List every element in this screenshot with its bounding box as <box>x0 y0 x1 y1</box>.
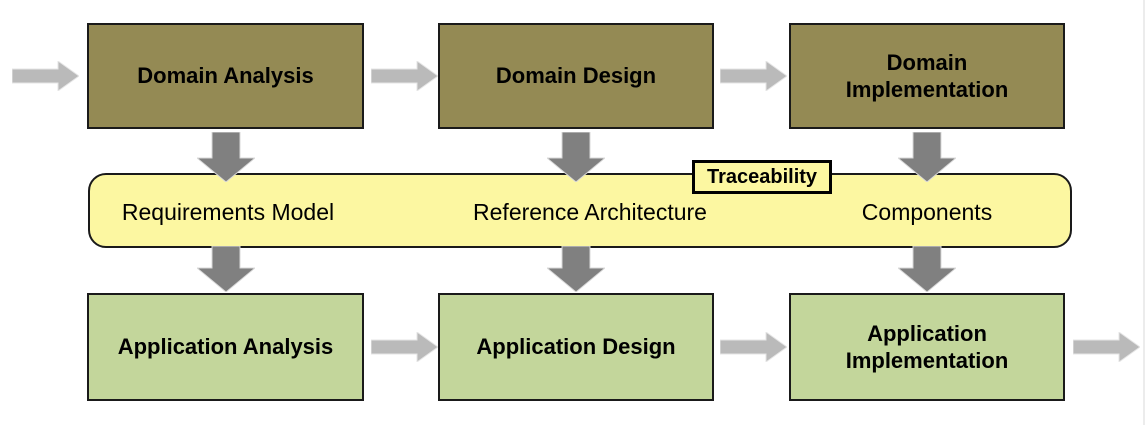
arrow-right-icon <box>720 61 787 91</box>
application-analysis-label: Application Analysis <box>117 334 334 360</box>
domain-implementation-box: Domain Implementation <box>789 23 1065 129</box>
domain-analysis-box: Domain Analysis <box>87 23 364 129</box>
domain-analysis-label: Domain Analysis <box>137 63 314 89</box>
arrow-right-icon <box>371 61 438 91</box>
artifacts-band: Requirements Model Reference Architectur… <box>88 173 1072 248</box>
arrow-down-icon <box>197 132 255 182</box>
arrow-right-icon <box>371 332 438 362</box>
arrow-right-shape <box>720 61 787 91</box>
application-implementation-box: Application Implementation <box>789 293 1065 401</box>
arrow-right-shape <box>371 61 438 91</box>
arrow-down-icon <box>547 246 605 292</box>
arrow-down-icon <box>898 246 956 292</box>
requirements-model-label: Requirements Model <box>121 198 335 225</box>
arrow-down-shape <box>547 132 605 182</box>
arrow-down-shape <box>898 132 956 182</box>
arrow-down-shape <box>898 246 956 292</box>
arrow-down-shape <box>547 246 605 292</box>
application-design-label: Application Design <box>476 334 676 360</box>
domain-design-box: Domain Design <box>438 23 714 129</box>
arrow-down-shape <box>197 132 255 182</box>
arrow-right-shape <box>12 61 79 91</box>
arrow-right-icon <box>1073 332 1140 362</box>
application-design-box: Application Design <box>438 293 714 401</box>
application-analysis-box: Application Analysis <box>87 293 364 401</box>
traceability-tag: Traceability <box>692 160 832 194</box>
arrow-down-icon <box>547 132 605 182</box>
arrow-down-icon <box>898 132 956 182</box>
page-edge-line <box>1143 0 1145 425</box>
arrow-right-shape <box>720 332 787 362</box>
arrow-down-shape <box>197 246 255 292</box>
arrow-right-icon <box>12 61 79 91</box>
traceability-label: Traceability <box>706 165 818 188</box>
arrow-right-shape <box>371 332 438 362</box>
arrow-right-shape <box>1073 332 1140 362</box>
domain-implementation-label: Domain Implementation <box>845 49 1009 103</box>
arrow-right-icon <box>720 332 787 362</box>
application-implementation-label: Application Implementation <box>845 320 1009 374</box>
arrow-down-icon <box>197 246 255 292</box>
reference-architecture-label: Reference Architecture <box>473 198 707 225</box>
components-label: Components <box>861 198 993 225</box>
domain-design-label: Domain Design <box>495 63 657 89</box>
